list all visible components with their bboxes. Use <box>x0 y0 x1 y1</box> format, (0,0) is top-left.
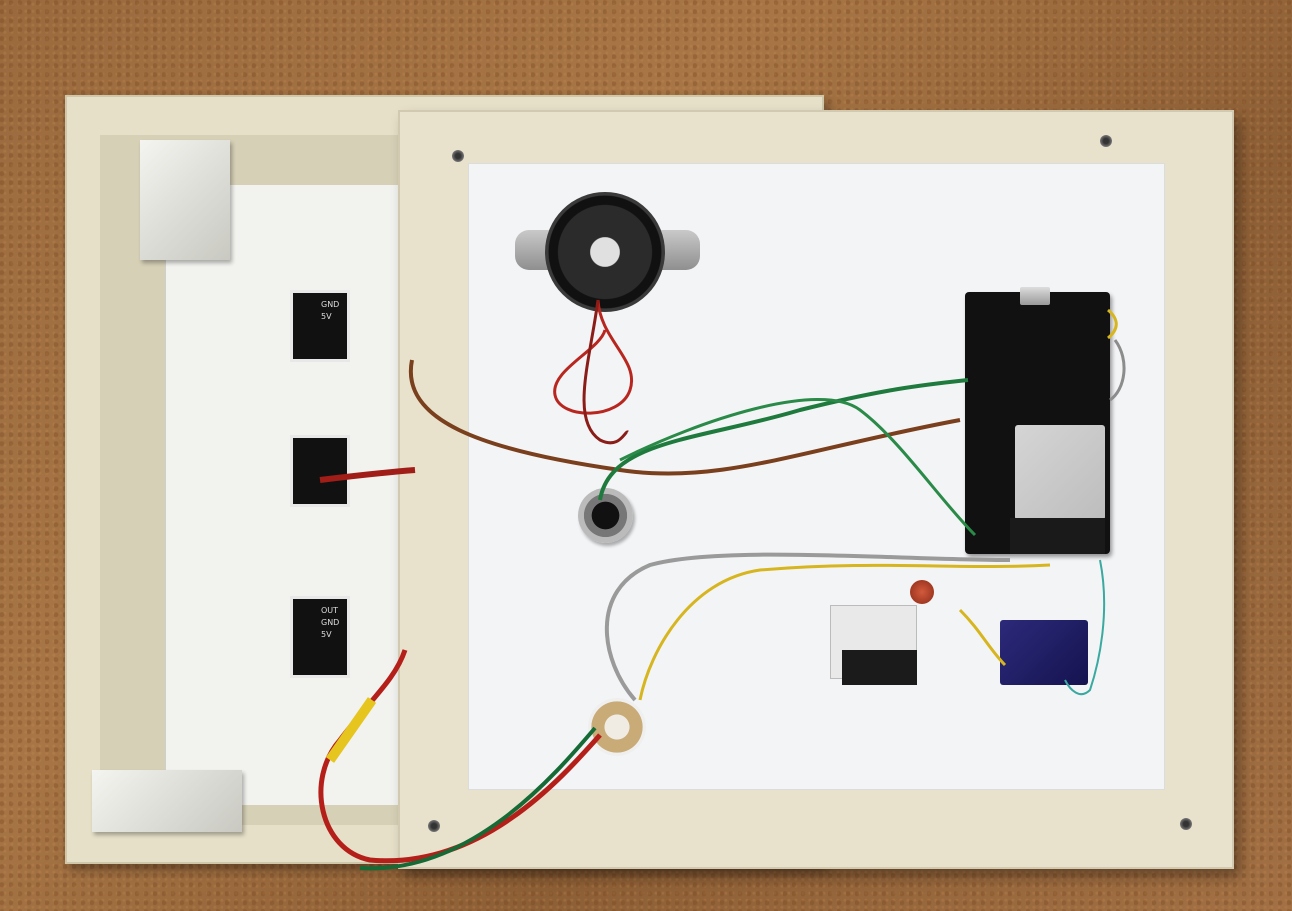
green-wire-2 <box>619 398 977 537</box>
yellow-wire <box>638 563 1051 701</box>
red-back-wire <box>319 467 416 483</box>
esp32-usb-port <box>1020 287 1050 305</box>
corner-post-bottom <box>92 770 242 832</box>
sensor-module-2 <box>290 435 350 507</box>
esp32-antenna <box>1010 518 1105 554</box>
yellow-wire-2 <box>958 608 1007 667</box>
red-speaker-wire-2 <box>582 299 630 445</box>
power-cable-green <box>359 726 597 871</box>
yellow-heatshrink <box>325 697 377 763</box>
red-speaker-wire <box>553 299 634 415</box>
teal-wire <box>1064 559 1106 696</box>
screw-hole-icon <box>1180 818 1192 830</box>
power-cable-red <box>318 649 602 864</box>
sensor-module-1-pin-3: 5V <box>321 312 332 321</box>
relay-module-base <box>842 650 917 685</box>
speaker <box>545 192 665 312</box>
sensor-module-1: GND 5V <box>290 290 350 362</box>
sensor-module-1-pin-2: GND <box>321 300 340 309</box>
green-wire-1 <box>598 378 969 501</box>
screw-hole-icon <box>452 150 464 162</box>
ceramic-capacitor <box>910 580 934 604</box>
push-button <box>578 488 633 543</box>
screw-hole-icon <box>1100 135 1112 147</box>
grey-wire <box>604 552 1011 702</box>
sensor-module-3-pin-1: OUT <box>321 606 339 615</box>
sensor-module-3: OUT GND 5V <box>290 596 350 678</box>
sensor-module-3-pin-3: 5V <box>321 630 332 639</box>
screw-hole-icon <box>428 820 440 832</box>
blue-driver-module <box>1000 620 1088 685</box>
sensor-module-3-pin-2: GND <box>321 618 340 627</box>
brown-wire <box>408 359 961 476</box>
esp32-wifi-module <box>1015 425 1105 520</box>
corner-post-top <box>140 140 230 260</box>
power-jack <box>588 698 646 756</box>
yellow-wire-3 <box>1106 308 1118 340</box>
grey-wire-2 <box>1109 339 1126 402</box>
